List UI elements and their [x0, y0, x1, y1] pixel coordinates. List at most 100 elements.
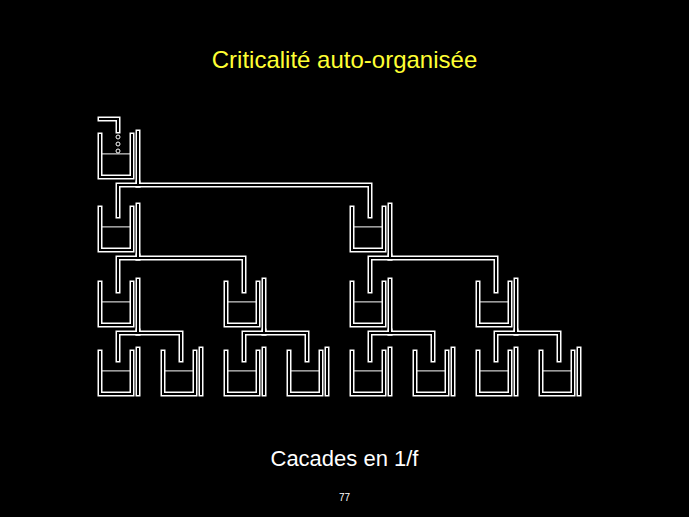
pipe-outline [100, 135, 132, 177]
pipe-inner [100, 208, 132, 250]
water-level [480, 370, 508, 371]
pipe-inner [100, 135, 132, 177]
pipe-outline [388, 205, 393, 258]
pipe-inner [137, 205, 139, 258]
pipe-outline [100, 283, 132, 325]
pipe-outline [226, 283, 258, 325]
pipe-inner [515, 280, 517, 333]
pipe-inner [137, 331, 139, 333]
pipe-inner [389, 280, 391, 333]
water-level [228, 301, 256, 302]
water-drop [116, 149, 120, 153]
pipe-outline [514, 280, 519, 333]
water-level [102, 301, 130, 302]
water-level [228, 370, 256, 371]
pipe-outline [478, 352, 510, 394]
pipe-inner [263, 349, 265, 394]
pipe-inner [137, 256, 139, 258]
pipe-outline [136, 205, 141, 258]
pipe-outline [415, 352, 447, 394]
pipe-inner [326, 349, 328, 394]
pipe-outline [514, 349, 519, 394]
pipe-inner [226, 283, 258, 325]
pipe-inner [389, 205, 391, 258]
pipe-inner [541, 352, 573, 394]
pipe-inner [389, 349, 391, 394]
pipes [100, 119, 579, 394]
pipe-inner [263, 331, 265, 333]
pipe-inner [415, 352, 447, 394]
pipe-outline [100, 119, 118, 131]
water-level [354, 226, 382, 227]
pipe-outline [352, 208, 384, 250]
pipe-inner [244, 333, 307, 360]
pipe-inner [496, 333, 559, 360]
pipe-outline [118, 333, 181, 360]
water-level [165, 370, 193, 371]
pipe-outline [100, 352, 132, 394]
pipe-inner [389, 256, 391, 258]
pipe-outline [136, 349, 141, 394]
pipe-inner [352, 283, 384, 325]
pipe-inner [452, 349, 454, 394]
pipe-inner [118, 185, 370, 216]
pipe-outline [496, 333, 559, 360]
pipe-inner [289, 352, 321, 394]
pipe-outline [352, 352, 384, 394]
slide-caption: Cacades en 1/f [0, 446, 689, 472]
water-drop [116, 135, 120, 139]
pipe-inner [200, 349, 202, 394]
pipe-outline [262, 280, 267, 333]
pipe-inner [478, 283, 510, 325]
pipe-inner [137, 349, 139, 394]
pipe-outline [388, 280, 393, 333]
pipe-inner [118, 333, 181, 360]
slide-title: Criticalité auto-organisée [0, 46, 689, 74]
water-level [102, 370, 130, 371]
pipe-inner [352, 208, 384, 250]
pipe-outline [136, 280, 141, 333]
water-drop [116, 142, 120, 146]
page-number: 77 [0, 492, 689, 503]
pipe-inner [100, 283, 132, 325]
pipe-outline [541, 352, 573, 394]
pipe-inner [478, 352, 510, 394]
pipe-outline [226, 352, 258, 394]
pipe-outline [352, 283, 384, 325]
water-level [354, 301, 382, 302]
pipe-outline [100, 208, 132, 250]
pipe-inner [389, 331, 391, 333]
water-level [102, 153, 130, 154]
pipe-inner [163, 352, 195, 394]
pipe-inner [352, 352, 384, 394]
water-level [291, 370, 319, 371]
water-level [102, 226, 130, 227]
pipe-inner [137, 183, 139, 185]
pipe-outline [163, 352, 195, 394]
pipe-outline [199, 349, 204, 394]
water-level [417, 370, 445, 371]
pipe-inner [100, 119, 118, 131]
water-level [543, 370, 571, 371]
pipe-inner [226, 352, 258, 394]
pipe-outline [325, 349, 330, 394]
water-level [354, 370, 382, 371]
pipe-inner [137, 132, 139, 185]
pipe-outline [244, 333, 307, 360]
water-level [480, 301, 508, 302]
pipe-inner [100, 352, 132, 394]
pipe-inner [515, 349, 517, 394]
pipe-outline [289, 352, 321, 394]
pipe-outline [370, 333, 433, 360]
pipe-outline [262, 349, 267, 394]
pipe-outline [451, 349, 456, 394]
pipe-outline [577, 349, 582, 394]
pipe-inner [578, 349, 580, 394]
pipe-outline [136, 132, 141, 185]
pipe-inner [263, 280, 265, 333]
pipe-outline [478, 283, 510, 325]
pipe-outline [118, 185, 370, 216]
pipe-inner [137, 280, 139, 333]
pipe-inner [370, 333, 433, 360]
